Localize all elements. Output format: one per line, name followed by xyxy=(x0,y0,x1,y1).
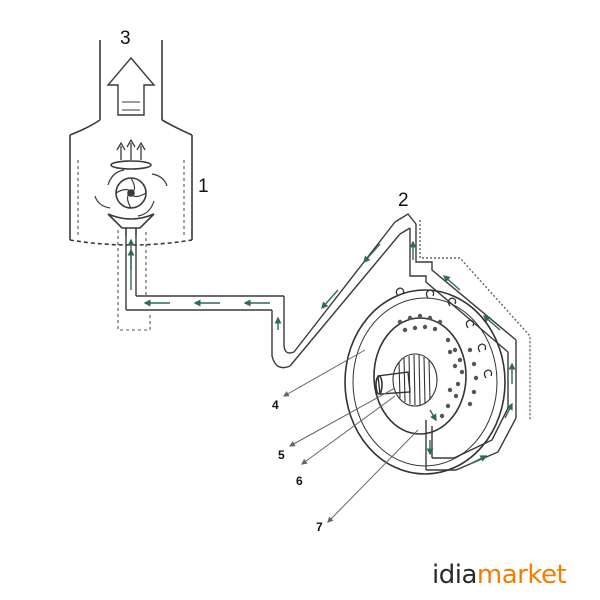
exhaust-up-arrow xyxy=(106,56,156,116)
label-1: 1 xyxy=(198,176,209,197)
brand-logo: idiamarket xyxy=(432,560,567,590)
dashed-outline xyxy=(77,160,185,331)
air-duct xyxy=(125,213,531,471)
label-6: 6 xyxy=(296,474,303,488)
brand-logo-part2: market xyxy=(476,560,567,590)
motor-grille xyxy=(392,353,438,407)
exhaust-chimney xyxy=(99,40,163,120)
shaft xyxy=(377,371,411,395)
outer-drum xyxy=(344,289,506,475)
label-5: 5 xyxy=(278,448,285,462)
label-4: 4 xyxy=(272,398,279,412)
inner-drum xyxy=(373,317,467,435)
label-7: 7 xyxy=(316,520,323,534)
exhaust-unit xyxy=(69,40,193,246)
leader-lines xyxy=(282,349,419,523)
flow-arrows xyxy=(127,238,516,465)
housing-body xyxy=(69,135,193,240)
label-3: 3 xyxy=(120,28,131,49)
drum-unit xyxy=(344,287,506,475)
hooks xyxy=(395,287,493,379)
label-2: 2 xyxy=(398,190,409,211)
perforations xyxy=(397,313,479,419)
brand-logo-part1: idia xyxy=(432,560,477,590)
